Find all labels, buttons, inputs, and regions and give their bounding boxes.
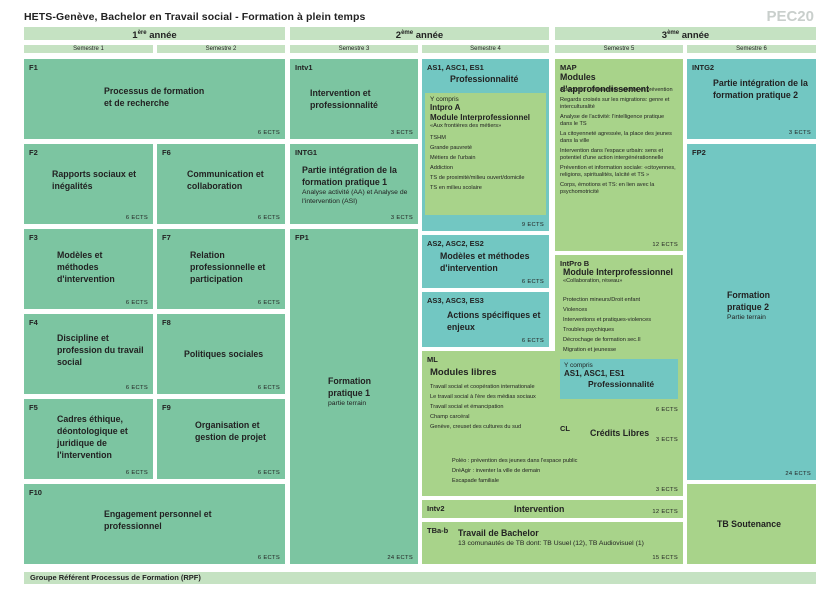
module-intv2: Intv2 Intervention 12 ECTS: [422, 500, 683, 518]
module-f2: F2 Rapports sociaux et inégalités 6 ECTS: [24, 144, 153, 224]
footer-note: Groupe Référent Processus de Formation (…: [24, 572, 816, 584]
module-f10: F10 Engagement personnel et professionne…: [24, 484, 285, 564]
module-f5: F5 Cadres éthique, déontologique et juri…: [24, 399, 153, 479]
module-f7: F7 Relation professionnelle et participa…: [157, 229, 285, 309]
page-title: HETS-Genève, Bachelor en Travail social …: [24, 11, 366, 23]
year-header-2: 2ème année: [290, 27, 549, 41]
semester-5: Semestre 5: [555, 45, 683, 53]
intpro-a-box: Y compris Intpro A Module Interprofessio…: [425, 93, 546, 215]
module-as1: AS1, ASC1, ES1 Professionnalité Y compri…: [422, 59, 549, 231]
module-f6: F6 Communication et collaboration 6 ECTS: [157, 144, 285, 224]
module-f9: F9 Organisation et gestion de projet 6 E…: [157, 399, 285, 479]
module-intprob: IntPro B Module Interprofessionnel «Coll…: [555, 255, 683, 416]
module-as3: AS3, ASC3, ES3 Actions spécifiques et en…: [422, 292, 549, 347]
plan-tag: PEC20: [766, 8, 814, 25]
semester-1: Semestre 1: [24, 45, 153, 53]
module-f3: F3 Modèles et méthodes d'intervention 6 …: [24, 229, 153, 309]
semester-4: Semestre 4: [422, 45, 549, 53]
semester-3: Semestre 3: [290, 45, 418, 53]
module-tb-soutenance: TB Soutenance: [687, 484, 816, 564]
module-intv1: Intv1 Intervention et professionnalité 3…: [290, 59, 418, 139]
module-map: MAP Modules d'approfondissement Addictio…: [555, 59, 683, 251]
module-intg2: INTG2 Partie intégration de la formation…: [687, 59, 816, 139]
professionnalite-box: Y compris AS1, ASC1, ES1 Professionnalit…: [560, 359, 678, 399]
semester-2: Semestre 2: [157, 45, 285, 53]
semester-6: Semestre 6: [687, 45, 816, 53]
module-f4: F4 Discipline et profession du travail s…: [24, 314, 153, 394]
module-fp1: FP1 Formation pratique 1 partie terrain …: [290, 229, 418, 564]
module-f8: F8 Politiques sociales 6 ECTS: [157, 314, 285, 394]
module-intg1: INTG1 Partie intégration de la formation…: [290, 144, 418, 224]
module-tb: TBa-b Travail de Bachelor 13 comunautés …: [422, 522, 683, 564]
module-as2: AS2, ASC2, ES2 Modèles et méthodes d'int…: [422, 235, 549, 288]
module-cl: CL Crédits Libres 3 ECTS: [555, 420, 683, 446]
year-header-3: 3ème année: [555, 27, 816, 41]
module-fp2: FP2 Formation pratique 2 Partie terrain …: [687, 144, 816, 480]
year-header-1: 1ère année: [24, 27, 285, 41]
module-f1: F1 Processus de formation et de recherch…: [24, 59, 285, 139]
